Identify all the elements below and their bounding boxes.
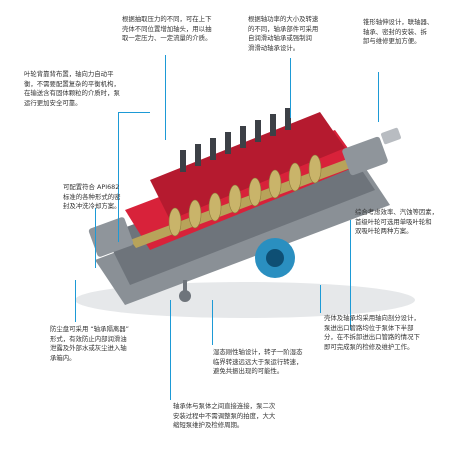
discharge-bore [266, 249, 284, 267]
callout-bearing-body: 轴承体与泵体之间直接连接，泵二次安装过程中不需调整泵的拍度，大大缩短泵维护及检修… [173, 402, 276, 430]
right-bearing-housing [342, 136, 388, 176]
leader-rotor [212, 300, 213, 345]
drain-flange [179, 290, 191, 302]
callout-dust-disk: 防尘盘可采用 “轴承隔离器”形式，有效防止内部润滑油泄露及外部水或灰尘进入轴承箱… [50, 325, 129, 362]
leader-bearing-power [290, 58, 291, 118]
casing-chamber [150, 112, 345, 220]
callout-shell-split: 壳体及轴承均采用轴向剖分设计，泵进出口管路均位于泵体下半部分，在不拆卸进出口管路… [324, 314, 420, 351]
callout-impeller-arrangement: 叶轮背靠背布置，轴向力自动平衡，不需要配置复杂的平衡机构，在输送含有固体颗粒的介… [24, 70, 120, 107]
callout-first-stage: 综合考虑效率、汽蚀等因素，首级叶轮可选用单吸叶轮和双吸叶轮两种方案。 [355, 208, 439, 236]
callout-pressure: 根据抽取压力的不同，可在上下壳体不同位置增加轴头，用以抽取一定压力、一定流量的介… [122, 15, 212, 43]
leader-bearing-body [170, 300, 171, 400]
left-bearing-housing [88, 217, 134, 257]
leader-first-stage [350, 220, 351, 330]
callout-rotor-stiffness: 湿态刚性轴设计，转子一阶湿态临界转速远远大于泵运行转速，避免共振出现的可能性。 [213, 348, 303, 376]
callout-bearing-power: 根据轴功率的大小及转速的不同，轴承部件可采用自润滑动轴承或强制润滑滑动轴承设计。 [248, 15, 319, 52]
shaft-coupling [381, 127, 401, 145]
leader-api682 [95, 208, 96, 268]
callout-coupling: 锥形轴伸设计，联轴器、轴承、密封的安装、拆卸与维修更加方便。 [363, 18, 434, 46]
leader-impeller-down [118, 112, 119, 242]
impeller-stack [168, 154, 322, 237]
leader-impeller [118, 112, 150, 113]
leader-pressure [165, 55, 166, 140]
leader-coupling [378, 72, 379, 122]
casing-bolts [180, 108, 291, 172]
leader-dust-disk [75, 280, 76, 322]
drain-pipe [183, 280, 187, 294]
leader-shell-split [320, 285, 321, 313]
